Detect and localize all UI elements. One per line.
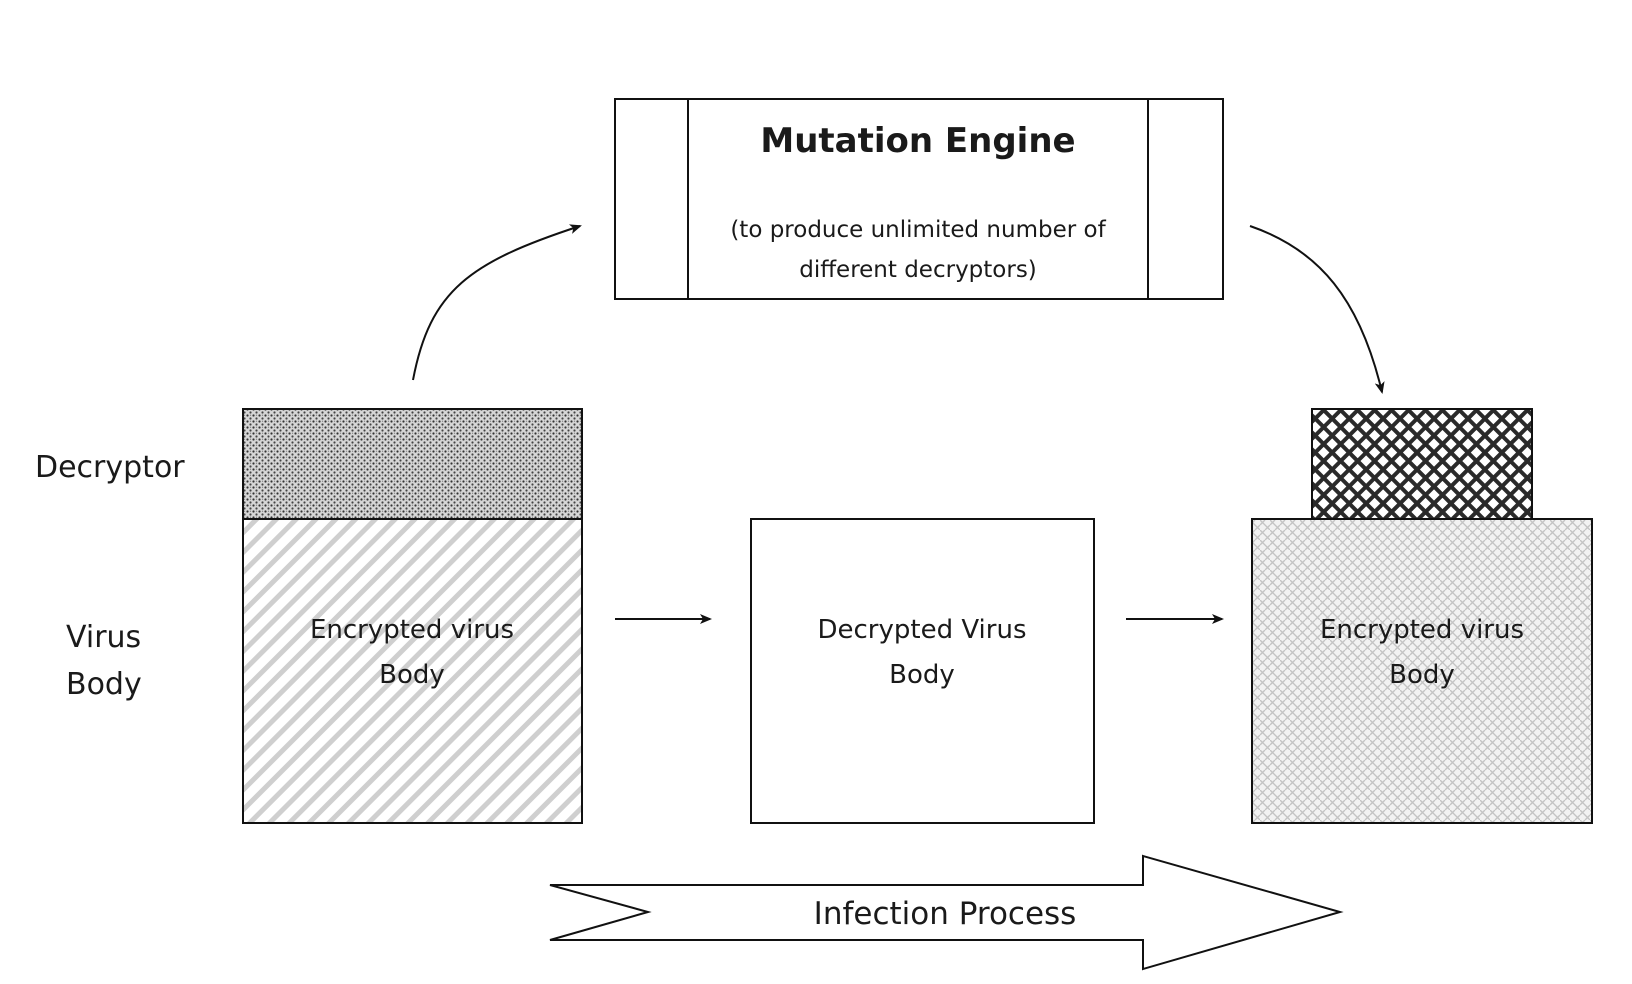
mutation-engine-box: Mutation Engine (to produce unlimited nu… [614, 98, 1224, 300]
to-mutation-engine-arrow [412, 224, 582, 381]
infection-process-arrow [549, 854, 1344, 971]
mutation-engine-title: Mutation Engine [760, 121, 1075, 161]
decrypted-virus-body-box [750, 518, 1095, 824]
virus-body-label-line2: Body [66, 667, 142, 702]
mutation-engine-subtitle-line2: different decryptors) [799, 257, 1037, 283]
encrypted-virus-body-box-left [242, 518, 583, 824]
original-decryptor-block [242, 408, 583, 520]
encrypted-virus-body-box-right [1251, 518, 1593, 824]
virus-body-label-line1: Virus [66, 620, 141, 655]
infection-process-label: Infection Process [814, 896, 1077, 932]
new-decryptor-block [1311, 408, 1533, 520]
middle-box-label-line1: Decrypted Virus [817, 615, 1026, 645]
right-box-label-line2: Body [1389, 660, 1455, 690]
left-box-label-line1: Encrypted virus [310, 615, 514, 645]
from-mutation-engine-arrow [1249, 225, 1385, 394]
middle-box-label-line2: Body [889, 660, 955, 690]
decryptor-label: Decryptor [35, 450, 185, 485]
mutation-engine-subtitle-line1: (to produce unlimited number of [730, 217, 1106, 243]
left-box-label-line2: Body [379, 660, 445, 690]
right-box-label-line1: Encrypted virus [1320, 615, 1524, 645]
